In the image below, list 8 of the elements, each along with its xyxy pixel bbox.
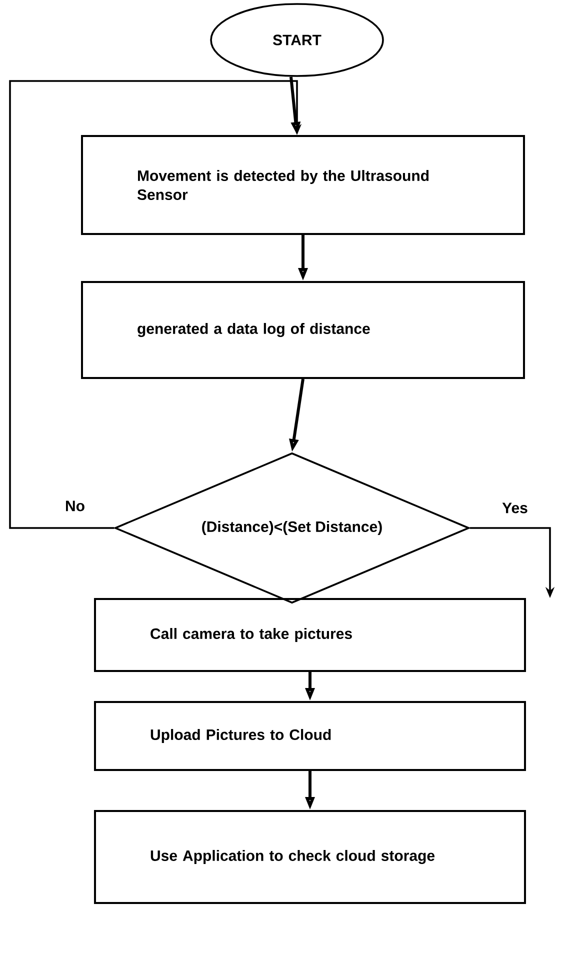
process-box: Use Application to check cloud storage: [94, 810, 526, 904]
edge-label: No: [64, 500, 86, 512]
arrow: [9, 80, 302, 529]
process-box: generated a data log of distance: [81, 281, 525, 379]
process-box: Movement is detected by the Ultrasound Sensor: [81, 135, 525, 235]
process-box: Upload Pictures to Cloud: [94, 701, 526, 771]
edge-label: Yes: [501, 502, 529, 514]
process-box: Call camera to take pictures: [94, 598, 526, 672]
